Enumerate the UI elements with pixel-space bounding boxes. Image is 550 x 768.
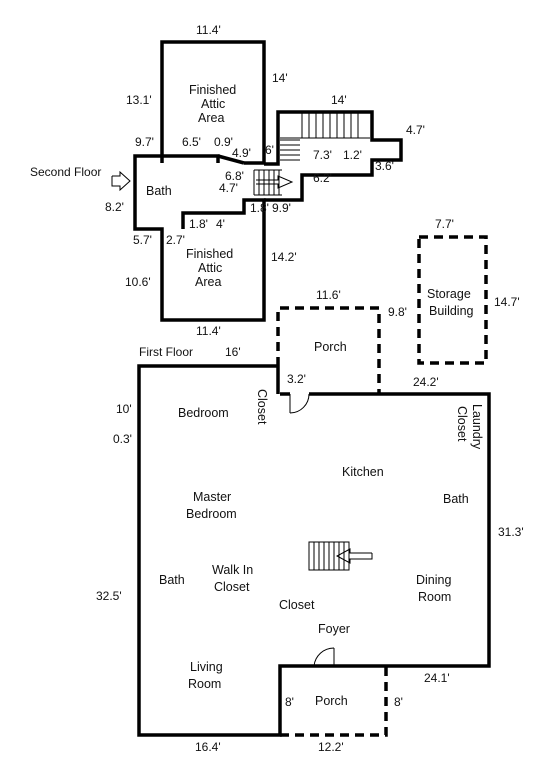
dim-attic-bottom-width: 11.4' bbox=[196, 324, 221, 338]
dim-1-2: 1.2' bbox=[343, 148, 362, 162]
bath-right-label: Bath bbox=[443, 492, 469, 506]
dining-room-label-1: Dining bbox=[416, 573, 451, 587]
dim-0-3: 0.3' bbox=[113, 432, 132, 446]
dim-storage-top: 7.7' bbox=[435, 217, 454, 231]
lower-attic-label-3: Area bbox=[195, 275, 221, 289]
dim-8-2: 8.2' bbox=[105, 200, 124, 214]
master-bedroom-label-2: Bedroom bbox=[186, 507, 237, 521]
dim-24-2: 24.2' bbox=[413, 375, 439, 389]
dining-room-label-2: Room bbox=[418, 590, 451, 604]
dim-16: 16' bbox=[225, 345, 241, 359]
first-floor-label: First Floor bbox=[139, 345, 193, 359]
dim-6-5: 6.5' bbox=[182, 135, 201, 149]
first-floor-plan bbox=[137, 306, 491, 737]
master-bedroom-label-1: Master bbox=[193, 490, 231, 504]
dim-stair-right-4-7: 4.7' bbox=[406, 123, 425, 137]
dim-1-8b: 1.8' bbox=[250, 201, 269, 215]
upper-attic-wall bbox=[160, 40, 266, 163]
bath-lower-attic-wall bbox=[133, 154, 266, 322]
dim-1-8a: 1.8' bbox=[189, 217, 208, 231]
front-porch-label: Porch bbox=[315, 694, 348, 708]
storage-building-outline bbox=[417, 235, 488, 365]
foyer-label: Foyer bbox=[318, 622, 350, 636]
closet-top-label: Closet bbox=[255, 389, 269, 425]
lower-attic-label-1: Finished bbox=[186, 247, 233, 261]
dim-7-3: 7.3' bbox=[313, 148, 332, 162]
kitchen-label: Kitchen bbox=[342, 465, 384, 479]
dim-porch-right: 9.8' bbox=[388, 305, 407, 319]
dim-24-1: 24.1' bbox=[424, 671, 450, 685]
closet-mid-label: Closet bbox=[279, 598, 315, 612]
second-floor-arrow-icon bbox=[111, 170, 131, 192]
main-stair-treads bbox=[308, 541, 350, 571]
dim-2-7: 2.7' bbox=[166, 233, 185, 247]
bath-top-wall bbox=[217, 154, 245, 165]
dim-31-3: 31.3' bbox=[498, 525, 524, 539]
lower-stair-treads bbox=[253, 169, 282, 196]
dim-16-4: 16.4' bbox=[195, 740, 221, 754]
dim-attic-left-13-1: 13.1' bbox=[126, 93, 152, 107]
lower-attic-label-2: Attic bbox=[198, 261, 222, 275]
dim-32-5: 32.5' bbox=[96, 589, 122, 603]
dim-6-8: 6.8' bbox=[225, 169, 244, 183]
laundry-closet-label: Closet bbox=[455, 406, 469, 442]
dim-0-9: 0.9' bbox=[214, 135, 233, 149]
stair-enclosure-wall bbox=[264, 110, 403, 202]
living-room-label-2: Room bbox=[188, 677, 221, 691]
living-room-label-1: Living bbox=[190, 660, 223, 674]
bedroom-label: Bedroom bbox=[178, 406, 229, 420]
dim-10-6: 10.6' bbox=[125, 275, 151, 289]
dim-5-7: 5.7' bbox=[133, 233, 152, 247]
upper-attic-label-1: Finished bbox=[189, 83, 236, 97]
front-door-swing-icon bbox=[313, 647, 335, 667]
upper-attic-label-3: Area bbox=[198, 111, 224, 125]
dim-4-7: 4.7' bbox=[219, 181, 238, 195]
storage-label-1: Storage bbox=[427, 287, 471, 301]
dim-8-right: 8' bbox=[394, 695, 403, 709]
dim-attic-right-14: 14' bbox=[272, 71, 288, 85]
dim-9-9: 9.9' bbox=[272, 201, 291, 215]
dim-14-2: 14.2' bbox=[271, 250, 297, 264]
dim-stair-top-14: 14' bbox=[331, 93, 347, 107]
main-stair-arrow-icon bbox=[335, 548, 373, 564]
walk-in-closet-label-1: Walk In bbox=[212, 563, 253, 577]
walk-in-closet-label-2: Closet bbox=[214, 580, 250, 594]
dim-6: 6' bbox=[265, 143, 274, 157]
first-floor-outer-wall bbox=[137, 364, 491, 737]
dim-4: 4' bbox=[216, 217, 225, 231]
dim-4-9: 4.9' bbox=[232, 146, 251, 160]
dim-3-6: 3.6' bbox=[375, 159, 394, 173]
dim-storage-right: 14.7' bbox=[494, 295, 520, 309]
stair-direction-arrow-icon bbox=[256, 175, 294, 189]
dim-10: 10' bbox=[116, 402, 132, 416]
dim-attic-top-width: 11.4' bbox=[196, 23, 221, 37]
dim-9-7: 9.7' bbox=[135, 135, 154, 149]
upper-bath-label: Bath bbox=[146, 184, 172, 198]
dim-3-2: 3.2' bbox=[287, 372, 306, 386]
dim-12-2: 12.2' bbox=[318, 740, 344, 754]
storage-label-2: Building bbox=[429, 304, 474, 318]
second-floor-plan bbox=[133, 40, 403, 322]
upper-attic-label-2: Attic bbox=[201, 97, 225, 111]
back-porch-outline bbox=[276, 306, 381, 394]
dim-6-2: 6.2' bbox=[313, 171, 332, 185]
front-porch-outline bbox=[280, 666, 388, 737]
back-porch-label: Porch bbox=[314, 340, 347, 354]
dim-porch-top: 11.6' bbox=[316, 288, 341, 302]
laundry-label: Laundry bbox=[470, 404, 484, 450]
back-door-swing-icon bbox=[289, 392, 379, 414]
dim-8-left: 8' bbox=[285, 695, 294, 709]
upper-stair-treads bbox=[280, 113, 370, 161]
second-floor-label: Second Floor bbox=[30, 165, 101, 179]
bath-left-label: Bath bbox=[159, 573, 185, 587]
